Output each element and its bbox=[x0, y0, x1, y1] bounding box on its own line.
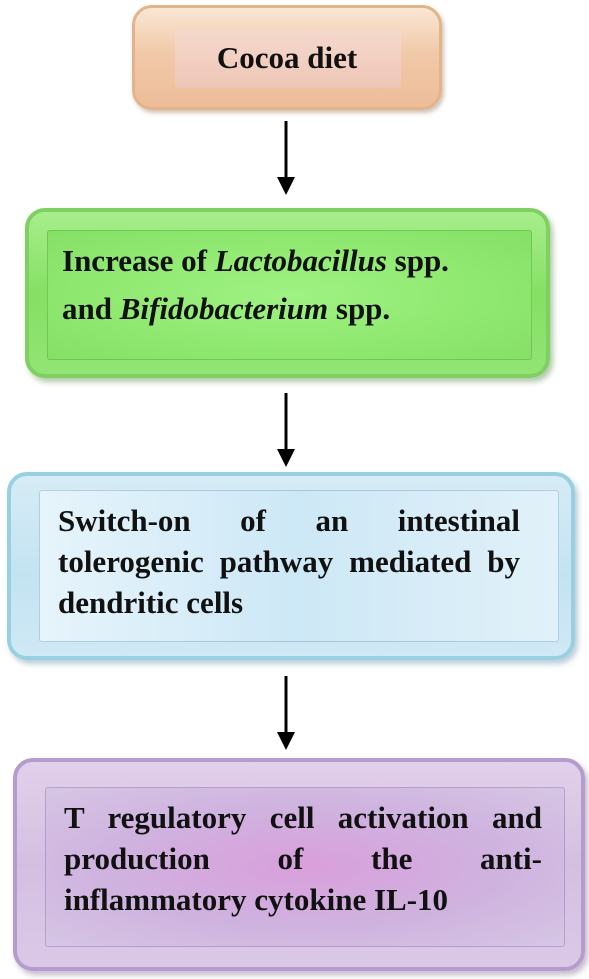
cocoa-diet-label: Cocoa diet bbox=[216, 40, 358, 75]
cocoa-diet-inner-panel bbox=[175, 30, 401, 88]
tolerogenic-pathway-label: Switch-on of an intestinal tolerogenic p… bbox=[58, 503, 520, 620]
tolerogenic-pathway-box bbox=[7, 472, 575, 660]
tolerogenic-pathway-inner-panel bbox=[39, 490, 559, 642]
bacteria-increase-inner-panel bbox=[47, 230, 532, 360]
bacteria-increase-label: Increase of Lactobacillus spp. and Bifid… bbox=[62, 240, 532, 329]
arrow-down-icon bbox=[277, 393, 295, 467]
treg-activation-inner-panel bbox=[45, 787, 565, 947]
bacteria-increase-line-1: Increase of Lactobacillus spp. bbox=[62, 243, 449, 278]
cocoa-diet-box bbox=[132, 5, 442, 110]
treg-activation-box bbox=[13, 758, 585, 971]
arrow-down-icon bbox=[277, 676, 295, 750]
bacteria-increase-line-2: and Bifidobacterium spp. bbox=[62, 291, 391, 326]
arrow-down-icon bbox=[277, 121, 295, 195]
treg-activation-label: T regulatory cell activation and product… bbox=[64, 800, 542, 917]
bacteria-increase-box bbox=[25, 208, 550, 378]
